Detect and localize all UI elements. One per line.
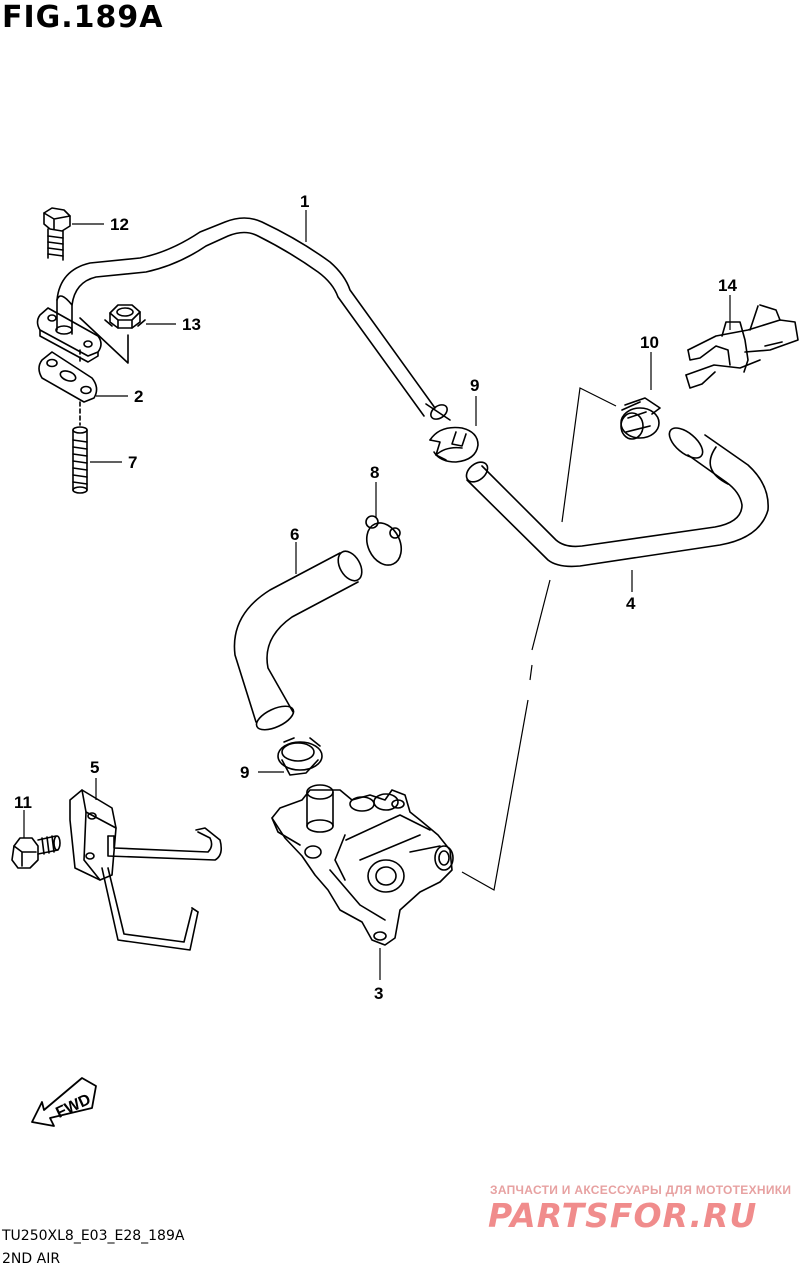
clip-part-14[interactable] xyxy=(685,304,799,389)
watermark-tagline: ЗАПЧАСТИ И АКСЕССУАРЫ ДЛЯ МОТОТЕХНИКИ xyxy=(490,1183,792,1197)
leader-lines xyxy=(23,210,731,980)
clamp-part-9-lower[interactable] xyxy=(277,737,323,776)
gasket-part-2[interactable] xyxy=(38,351,98,403)
nut-part-13[interactable] xyxy=(104,304,146,329)
fwd-label: FWD xyxy=(53,1091,93,1122)
grommet-part-8[interactable] xyxy=(360,515,408,571)
callout-3: 3 xyxy=(374,984,383,1003)
bracket-part-5[interactable] xyxy=(69,789,222,951)
callout-5: 5 xyxy=(90,758,99,777)
figure-name: 2ND AIR xyxy=(2,1251,61,1267)
nut-guide-line xyxy=(79,317,129,364)
fwd-arrow-icon xyxy=(31,1077,97,1127)
figure-code: TU250XL8_E03_E28_189A xyxy=(2,1228,185,1244)
valve-part-3[interactable] xyxy=(271,784,454,946)
figure-title: FIG.189A xyxy=(2,0,164,35)
callout-4: 4 xyxy=(626,594,636,613)
callout-9-upper: 9 xyxy=(470,376,479,395)
callout-12: 12 xyxy=(110,215,129,234)
hose-part-4[interactable] xyxy=(463,422,769,568)
callout-8: 8 xyxy=(370,463,379,482)
callout-14: 14 xyxy=(718,276,737,295)
callout-6: 6 xyxy=(290,525,299,544)
callout-7: 7 xyxy=(128,453,137,472)
callout-2: 2 xyxy=(134,387,143,406)
clamp-part-9-upper[interactable] xyxy=(429,426,479,463)
watermark-logo: PARTSFOR.RU xyxy=(488,1196,758,1235)
callout-labels: 1 2 3 4 5 6 7 8 9 9 10 11 12 13 14 xyxy=(14,192,737,1003)
pipe-part-1[interactable] xyxy=(36,217,451,422)
callout-9-lower: 9 xyxy=(240,763,249,782)
callout-11: 11 xyxy=(14,793,32,812)
callout-10: 10 xyxy=(640,333,659,352)
callout-13: 13 xyxy=(182,315,201,334)
bolt-part-11[interactable] xyxy=(11,835,61,869)
callout-1: 1 xyxy=(300,192,309,211)
clamp-part-10[interactable] xyxy=(620,397,661,440)
hose-part-6[interactable] xyxy=(233,547,366,734)
bolt-part-12[interactable] xyxy=(43,207,71,261)
stud-part-7[interactable] xyxy=(72,426,88,494)
